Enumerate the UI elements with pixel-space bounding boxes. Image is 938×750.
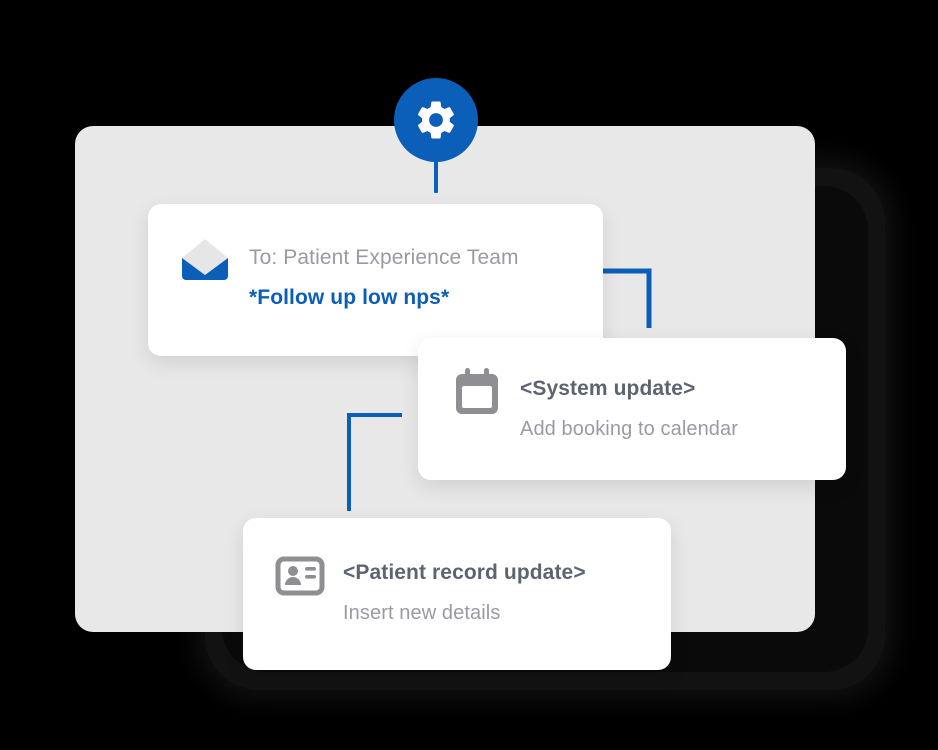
automation-trigger-pin[interactable] (394, 78, 478, 193)
patient-record-card[interactable]: <Patient record update> Insert new detai… (243, 518, 671, 670)
email-action-card[interactable]: To: Patient Experience Team *Follow up l… (148, 204, 603, 356)
patient-card-subtitle: Insert new details (343, 602, 501, 624)
system-card-subtitle: Add booking to calendar (520, 418, 739, 440)
email-card-text: To: Patient Experience Team *Follow up l… (249, 245, 519, 311)
system-card-title: <System update> (520, 377, 696, 400)
system-card-text: <System update> Add booking to calendar (520, 376, 738, 442)
envelope-icon (181, 238, 229, 282)
email-recipient: To: Patient Experience Team (249, 246, 519, 269)
gear-icon (413, 97, 459, 143)
patient-card-text: <Patient record update> Insert new detai… (343, 560, 586, 626)
pin-circle[interactable] (394, 78, 478, 162)
system-update-card[interactable]: <System update> Add booking to calendar (418, 338, 846, 480)
id-card-icon (275, 556, 325, 596)
patient-card-title: <Patient record update> (343, 561, 586, 584)
calendar-icon (452, 366, 502, 418)
email-subject: *Follow up low nps* (249, 286, 450, 309)
email-to-system-connector (598, 268, 658, 328)
system-to-patient-connector (345, 412, 405, 512)
